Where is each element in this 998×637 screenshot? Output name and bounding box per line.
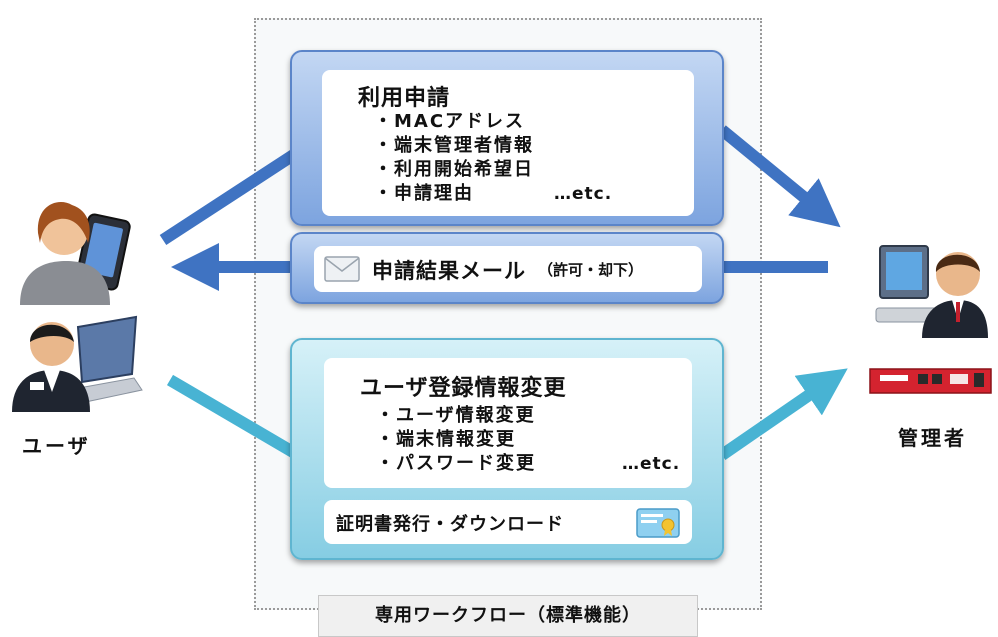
request-box: 利用申請 ・MACアドレス ・端末管理者情報 ・利用開始希望日 ・申請理由 …e… [290, 50, 724, 226]
update-box: ユーザ登録情報変更 ・ユーザ情報変更 ・端末情報変更 ・パスワード変更 …etc… [290, 338, 724, 560]
arrow-user-to-request [159, 146, 302, 246]
admin-label: 管理者 [898, 426, 967, 450]
result-mail-label: 申請結果メール [372, 259, 526, 283]
arrow-user-to-update [166, 374, 302, 461]
update-title: ユーザ登録情報変更 [360, 376, 567, 401]
certificate-icon [636, 508, 680, 538]
arrow-request-to-admin [718, 125, 841, 228]
cert-label: 証明書発行・ダウンロード [336, 514, 564, 535]
user-laptop-icon [12, 315, 143, 412]
request-etc: …etc. [554, 184, 613, 204]
result-mail-content: 申請結果メール （許可・却下） [314, 246, 702, 292]
request-item: ・端末管理者情報 [374, 135, 534, 156]
result-mail-box: 申請結果メール （許可・却下） [290, 232, 724, 304]
network-appliance-icon [869, 368, 992, 394]
request-item: ・利用開始希望日 [374, 159, 534, 180]
update-item: ・パスワード変更 [376, 453, 536, 474]
result-mail-note: （許可・却下） [538, 261, 644, 279]
update-box-content: ユーザ登録情報変更 ・ユーザ情報変更 ・端末情報変更 ・パスワード変更 …etc… [324, 358, 692, 488]
cert-row: 証明書発行・ダウンロード [324, 500, 692, 544]
request-title: 利用申請 [358, 86, 451, 111]
request-item: ・申請理由 [374, 183, 474, 204]
user-smartphone-icon [20, 202, 131, 305]
workflow-label: 専用ワークフロー（標準機能） [318, 595, 698, 637]
request-box-content: 利用申請 ・MACアドレス ・端末管理者情報 ・利用開始希望日 ・申請理由 …e… [322, 70, 694, 216]
update-item: ・端末情報変更 [376, 429, 516, 450]
request-item: ・MACアドレス [374, 111, 526, 132]
update-etc: …etc. [622, 454, 681, 474]
user-label: ユーザ [22, 434, 91, 458]
arrow-update-to-admin [718, 368, 848, 460]
admin-pc-icon [875, 245, 988, 338]
envelope-icon [324, 256, 360, 282]
update-item: ・ユーザ情報変更 [376, 405, 536, 426]
